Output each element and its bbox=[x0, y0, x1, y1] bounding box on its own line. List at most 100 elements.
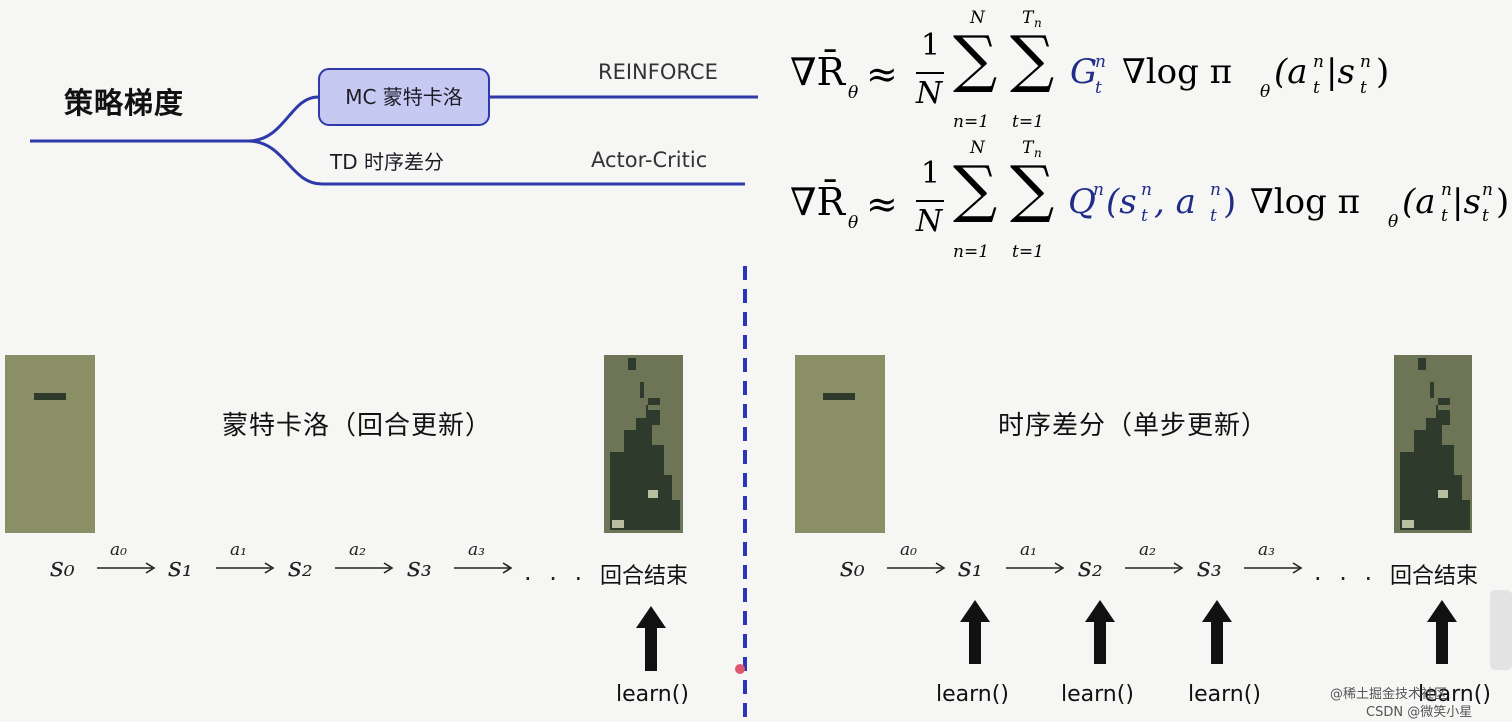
left-transition-arrows bbox=[97, 562, 513, 574]
f2-arg: (a bbox=[1402, 182, 1436, 222]
tetris-end-right bbox=[1394, 355, 1472, 533]
td-action-1: a₁ bbox=[1020, 540, 1037, 560]
f2-q-sup2: n bbox=[1141, 180, 1152, 200]
f2-q-mid: , a bbox=[1154, 182, 1196, 222]
right-transition-arrows bbox=[887, 562, 1303, 574]
mc-action-1: a₁ bbox=[230, 540, 247, 560]
learn-arrows-right bbox=[960, 600, 1457, 664]
f2-arg-close: ) bbox=[1496, 182, 1510, 222]
f1-grad-sub: θ bbox=[1260, 82, 1271, 102]
learn-arrow-left bbox=[636, 606, 666, 671]
f2-frac-num: 1 bbox=[921, 156, 941, 191]
tetris-start-right bbox=[795, 355, 885, 533]
f1-frac-den: N bbox=[916, 76, 943, 111]
f2-sum1-sigma: ∑ bbox=[953, 152, 998, 225]
f2-approx: ≈ bbox=[866, 182, 898, 226]
td-action-3: a₃ bbox=[1258, 540, 1275, 560]
cursor-dot bbox=[735, 664, 745, 674]
td-learn-label-3: learn() bbox=[1188, 682, 1261, 707]
mc-node-label: MC 蒙特卡洛 bbox=[345, 85, 463, 109]
f1-term-sub: t bbox=[1095, 78, 1102, 98]
f2-sum2-bottom: t=1 bbox=[1012, 242, 1044, 262]
f2-lhs-sub: θ bbox=[848, 213, 859, 233]
f2-frac-den: N bbox=[916, 204, 943, 239]
side-scroll-handle[interactable] bbox=[1490, 590, 1512, 670]
f2-q-sub2: t bbox=[1141, 206, 1148, 226]
f1-frac-bar bbox=[916, 72, 944, 74]
mindmap-root: 策略梯度 bbox=[64, 86, 185, 120]
td-action-0: a₀ bbox=[900, 540, 917, 560]
f1-term: G bbox=[1070, 52, 1098, 92]
td-learn-label-2: learn() bbox=[1061, 682, 1134, 707]
f1-sum1-bottom: n=1 bbox=[953, 112, 990, 132]
mc-learn-label: learn() bbox=[616, 682, 689, 707]
f2-q: Q bbox=[1068, 182, 1096, 222]
f1-frac-num: 1 bbox=[921, 28, 941, 63]
f2-sum2-top-sub: n bbox=[1034, 146, 1042, 160]
f2-arg-sup2: n bbox=[1482, 180, 1493, 200]
f1-lhs-sub: θ bbox=[848, 83, 859, 103]
f1-arg: (a bbox=[1274, 52, 1308, 92]
td-ellipsis: . . . bbox=[1314, 558, 1378, 586]
f1-sum1-top: N bbox=[970, 8, 985, 28]
mc-state-0: s₀ bbox=[50, 552, 75, 583]
f2-q-open: (s bbox=[1106, 182, 1137, 222]
f2-sum1-top: N bbox=[970, 138, 985, 158]
mc-node-box bbox=[318, 68, 490, 126]
f2-q-sup: n bbox=[1093, 180, 1104, 200]
mc-action-3: a₃ bbox=[468, 540, 485, 560]
f2-arg-sup: n bbox=[1441, 180, 1452, 200]
f1-sum2-top-sub: n bbox=[1034, 16, 1042, 30]
mc-ellipsis: . . . bbox=[524, 558, 588, 586]
watermark-line1: @稀土掘金技术社区 bbox=[1330, 687, 1448, 702]
f1-grad: ∇log π bbox=[1122, 52, 1233, 92]
f2-sum2-top: T bbox=[1022, 138, 1034, 158]
f2-arg-mid: |s bbox=[1452, 182, 1481, 222]
mc-action-0: a₀ bbox=[110, 540, 127, 560]
td-caption: 时序差分（单步更新） bbox=[998, 411, 1269, 441]
mc-action-2: a₂ bbox=[349, 540, 366, 560]
f1-sum2-top: T bbox=[1022, 8, 1034, 28]
watermark-line2: CSDN @微笑小星 bbox=[1366, 705, 1473, 720]
f2-q-close: ) bbox=[1223, 182, 1237, 222]
f1-arg-sup: n bbox=[1313, 52, 1324, 72]
f2-lhs: ∇R̄ bbox=[790, 180, 846, 224]
mc-state-2: s₂ bbox=[288, 552, 313, 583]
f2-grad: ∇log π bbox=[1250, 182, 1361, 222]
mc-state-1: s₁ bbox=[168, 552, 193, 583]
f2-arg-sub2: t bbox=[1482, 206, 1489, 226]
f2-q-sub3: t bbox=[1210, 206, 1217, 226]
f1-sum2-bottom: t=1 bbox=[1012, 112, 1044, 132]
mc-method-label: REINFORCE bbox=[598, 60, 718, 84]
td-branch-curve bbox=[247, 139, 745, 186]
f1-arg-sub2: t bbox=[1360, 78, 1367, 98]
f1-arg-sup2: n bbox=[1360, 52, 1371, 72]
td-learn-label-1: learn() bbox=[936, 682, 1009, 707]
mc-state-3: s₃ bbox=[407, 552, 432, 583]
f1-arg-close: ) bbox=[1376, 52, 1390, 92]
f2-arg-sub: t bbox=[1441, 206, 1448, 226]
f1-sum2-sigma: ∑ bbox=[1010, 22, 1055, 95]
td-method-label: Actor-Critic bbox=[591, 148, 708, 172]
f2-sum1-bottom: n=1 bbox=[953, 242, 990, 262]
f1-approx: ≈ bbox=[866, 52, 898, 96]
f1-term-sup: n bbox=[1095, 52, 1106, 72]
td-end-label: 回合结束 bbox=[1390, 564, 1479, 589]
f2-frac-bar bbox=[916, 200, 944, 202]
td-state-2: s₂ bbox=[1078, 552, 1103, 583]
f1-lhs: ∇R̄ bbox=[790, 50, 846, 94]
f1-arg-mid: |s bbox=[1326, 52, 1355, 92]
tetris-start-left bbox=[5, 355, 95, 533]
td-action-2: a₂ bbox=[1139, 540, 1156, 560]
f2-sum2-sigma: ∑ bbox=[1010, 152, 1055, 225]
f2-grad-sub: θ bbox=[1388, 212, 1399, 232]
mc-end-label: 回合结束 bbox=[600, 564, 689, 589]
f2-q-sup3: n bbox=[1210, 180, 1221, 200]
td-state-1: s₁ bbox=[958, 552, 983, 583]
td-learn-label-end: learn() bbox=[1418, 682, 1491, 707]
f1-arg-sub: t bbox=[1313, 78, 1320, 98]
td-state-3: s₃ bbox=[1197, 552, 1222, 583]
td-node-label: TD 时序差分 bbox=[330, 150, 444, 174]
